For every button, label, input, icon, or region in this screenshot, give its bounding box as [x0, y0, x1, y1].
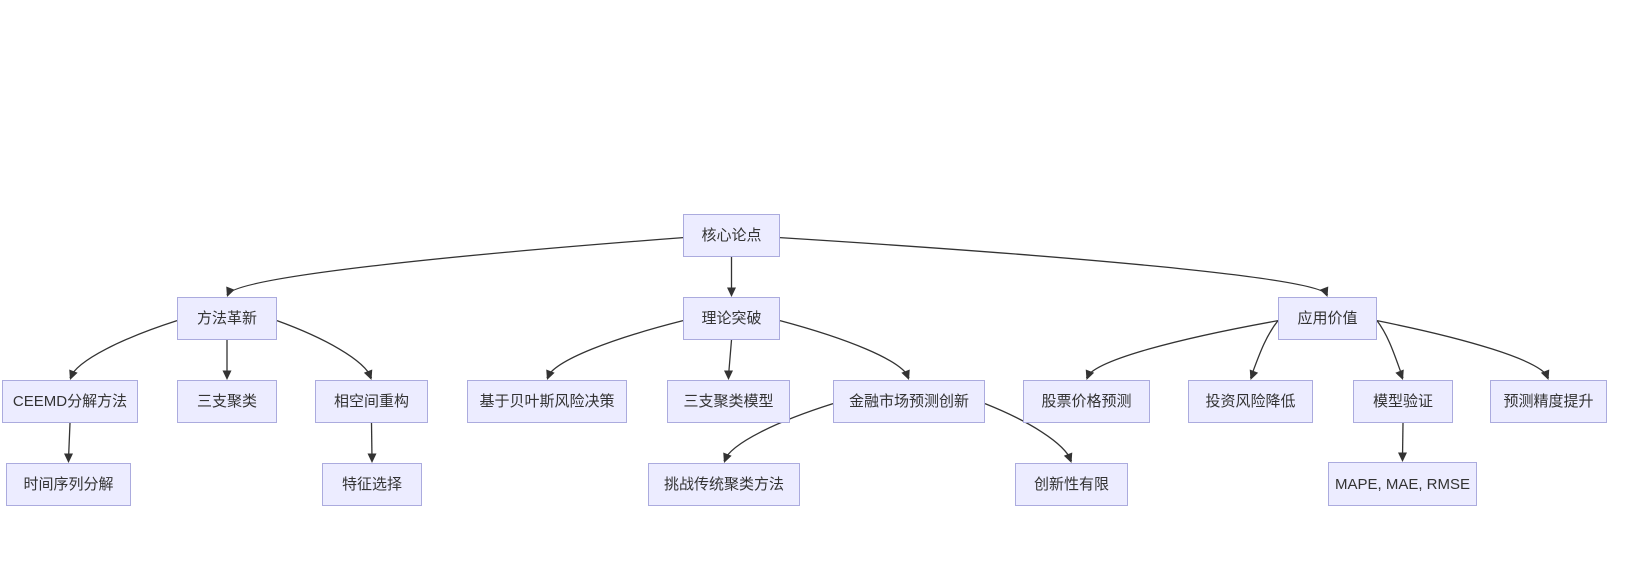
- arrowhead-method-twc: [222, 370, 232, 380]
- node-limited: 创新性有限: [1015, 463, 1128, 506]
- node-application: 应用价值: [1278, 297, 1377, 340]
- node-accuracy: 预测精度提升: [1490, 380, 1607, 423]
- node-inv-risk: 投资风险降低: [1188, 380, 1313, 423]
- node-ts-decomp: 时间序列分解: [6, 463, 131, 506]
- edge-method-ceemd: [69, 320, 178, 379]
- arrowhead-theory-bayes: [546, 369, 555, 380]
- arrowhead-method-phase: [363, 369, 373, 380]
- edge-application-model-valid: [1376, 320, 1404, 379]
- arrowhead-application-accuracy: [1540, 369, 1550, 380]
- node-challenge: 挑战传统聚类方法: [648, 463, 800, 506]
- arrowhead-model-valid-metrics: [1398, 452, 1407, 462]
- edge-application-inv-risk: [1249, 320, 1279, 379]
- edge-method-phase: [276, 320, 373, 379]
- arrowhead-application-stock: [1085, 369, 1095, 380]
- node-fin-innov: 金融市场预测创新: [833, 380, 985, 423]
- arrowhead-core-method: [226, 286, 235, 297]
- node-twc-model: 三支聚类模型: [667, 380, 790, 423]
- arrowhead-theory-fin-innov: [901, 369, 910, 380]
- arrowhead-theory-twc-model: [724, 370, 733, 380]
- arrowhead-application-model-valid: [1395, 369, 1404, 380]
- node-theory: 理论突破: [683, 297, 780, 340]
- node-phase: 相空间重构: [315, 380, 428, 423]
- node-feat-select: 特征选择: [322, 463, 422, 506]
- node-bayes: 基于贝叶斯风险决策: [467, 380, 627, 423]
- arrowhead-core-theory: [727, 287, 736, 297]
- edge-model-valid-metrics: [1401, 422, 1404, 459]
- edge-ceemd-ts-decomp: [67, 422, 71, 460]
- arrowhead-application-inv-risk: [1249, 369, 1259, 380]
- node-method: 方法革新: [177, 297, 277, 340]
- arrowhead-fin-innov-limited: [1063, 452, 1073, 463]
- node-twc: 三支聚类: [177, 380, 277, 423]
- arrowhead-phase-feat-select: [367, 453, 377, 463]
- node-ceemd: CEEMD分解方法: [2, 380, 138, 423]
- arrowhead-fin-innov-challenge: [723, 452, 732, 463]
- node-metrics: MAPE, MAE, RMSE: [1328, 462, 1477, 506]
- arrowhead-method-ceemd: [69, 369, 78, 380]
- edge-core-application: [779, 237, 1329, 296]
- edge-theory-fin-innov: [779, 320, 910, 379]
- node-stock: 股票价格预测: [1023, 380, 1150, 423]
- arrowhead-ceemd-ts-decomp: [64, 453, 73, 463]
- edge-application-stock: [1085, 320, 1279, 379]
- edge-application-accuracy: [1376, 320, 1550, 379]
- edge-core-method: [226, 237, 684, 296]
- arrowhead-core-application: [1319, 286, 1329, 297]
- node-model-valid: 模型验证: [1353, 380, 1453, 423]
- edge-theory-twc-model: [727, 339, 733, 377]
- edge-phase-feat-select: [370, 422, 373, 460]
- edge-theory-bayes: [546, 320, 684, 379]
- node-core: 核心论点: [683, 214, 780, 257]
